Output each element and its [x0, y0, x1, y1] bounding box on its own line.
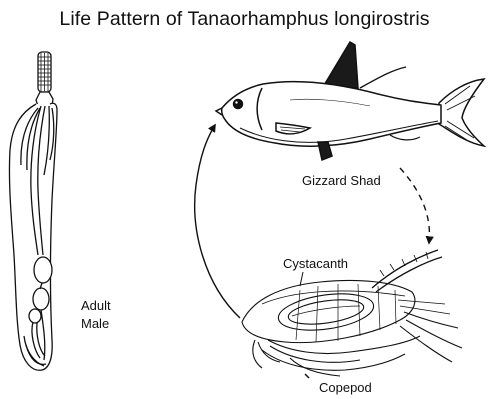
arrow-copepod-to-fish — [195, 125, 240, 318]
arrow-fish-to-copepod — [400, 168, 429, 243]
cystacanth-label: Cystacanth — [283, 256, 348, 271]
gizzard-shad-fish-illustration — [216, 42, 484, 160]
adult-label: Adult — [81, 298, 111, 313]
copepod-label: Copepod — [319, 380, 372, 395]
copepod-with-cystacanth-illustration — [242, 250, 462, 378]
gizzard-shad-label: Gizzard Shad — [302, 173, 381, 188]
male-label: Male — [81, 316, 109, 331]
adult-male-worm-illustration — [9, 52, 57, 370]
